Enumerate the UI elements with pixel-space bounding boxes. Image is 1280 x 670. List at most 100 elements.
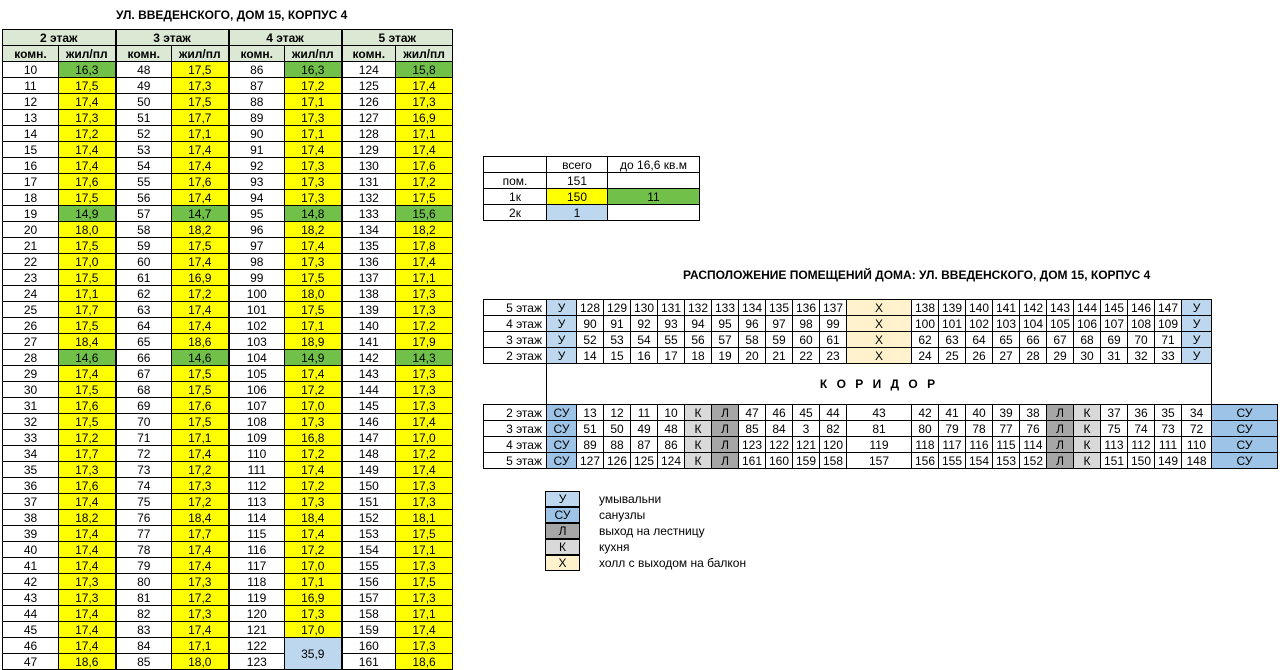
- living-area: 17,5: [57, 269, 117, 286]
- living-area: 18,4: [171, 509, 230, 526]
- living-area: 17,4: [57, 525, 117, 542]
- floor-label: 4 этаж: [483, 315, 547, 332]
- room-cell: 114: [1019, 436, 1047, 453]
- living-area: 17,1: [395, 269, 454, 286]
- room-number: 14: [2, 125, 59, 142]
- room-number: 121: [227, 621, 286, 638]
- room-number: 63: [114, 301, 173, 318]
- living-area: 17,3: [284, 605, 343, 622]
- room-cell: 104: [1019, 315, 1047, 332]
- living-area: 17,5: [395, 189, 454, 206]
- living-area: 17,4: [395, 77, 454, 94]
- living-area: 17,3: [171, 605, 230, 622]
- living-area: 18,6: [171, 333, 230, 350]
- living-area: 17,2: [171, 493, 230, 510]
- room-number: 62: [114, 285, 173, 302]
- living-area: 14,9: [57, 205, 117, 222]
- floor-header: 5 этаж: [340, 29, 454, 46]
- room-number: 102: [227, 317, 286, 334]
- legend-swatch: Х: [545, 555, 580, 571]
- living-area: 17,6: [57, 477, 117, 494]
- room-cell: 133: [711, 299, 739, 316]
- room-cell: 123: [738, 436, 766, 453]
- room-cell: 149: [1154, 452, 1182, 469]
- living-area: 17,5: [171, 93, 230, 110]
- legend-swatch: Л: [545, 523, 580, 539]
- room-number-header: комн.: [114, 45, 173, 62]
- room-cell: 19: [711, 347, 739, 364]
- room-number: 24: [2, 285, 59, 302]
- room-cell: 75: [1100, 420, 1128, 437]
- room-number: 39: [2, 525, 59, 542]
- summary-cell: 11: [607, 188, 700, 205]
- room-cell: 107: [1100, 315, 1128, 332]
- room-cell: 147: [1154, 299, 1182, 316]
- living-area: 17,2: [57, 429, 117, 446]
- rooms-table-title: УЛ. ВВЕДЕНСКОГО, ДОМ 15, КОРПУС 4: [116, 8, 348, 22]
- living-area: 18,6: [395, 653, 454, 670]
- room-number: 20: [2, 221, 59, 238]
- room-number: 107: [227, 397, 286, 414]
- living-area: 18,0: [284, 285, 343, 302]
- room-number: 76: [114, 509, 173, 526]
- room-cell: 71: [1154, 331, 1182, 348]
- room-number: 56: [114, 189, 173, 206]
- living-area: 17,3: [284, 253, 343, 270]
- merged-area: 35,9: [284, 637, 343, 670]
- room-cell: 113: [1100, 436, 1128, 453]
- living-area: 14,6: [57, 349, 117, 366]
- room-number: 126: [340, 93, 397, 110]
- living-area: 17,6: [57, 397, 117, 414]
- living-area: 17,4: [171, 301, 230, 318]
- room-number: 86: [227, 61, 286, 78]
- room-cell: 92: [630, 315, 658, 332]
- living-area: 17,3: [395, 285, 454, 302]
- room-number: 73: [114, 461, 173, 478]
- living-area-header: жил/пл: [395, 45, 454, 62]
- living-area: 16,3: [57, 61, 117, 78]
- room-number: 146: [340, 413, 397, 430]
- room-number: 65: [114, 333, 173, 350]
- room-cell: 76: [1019, 420, 1047, 437]
- living-area: 17,2: [57, 125, 117, 142]
- room-number: 157: [340, 589, 397, 606]
- living-area: 17,5: [171, 237, 230, 254]
- room-number: 11: [2, 77, 59, 94]
- room-number: 112: [227, 477, 286, 494]
- living-area: 14,9: [284, 349, 343, 366]
- living-area: 18,4: [57, 333, 117, 350]
- room-cell: 56: [684, 331, 712, 348]
- room-number: 57: [114, 205, 173, 222]
- room-cell: 159: [792, 452, 820, 469]
- room-number: 131: [340, 173, 397, 190]
- living-area: 17,4: [57, 541, 117, 558]
- room-number: 116: [227, 541, 286, 558]
- living-area: 17,3: [57, 573, 117, 590]
- room-number: 10: [2, 61, 59, 78]
- legend-swatch: К: [545, 539, 580, 555]
- living-area: 17,5: [171, 61, 230, 78]
- room-cell: 115: [992, 436, 1020, 453]
- living-area: 17,4: [171, 189, 230, 206]
- wash-cell: У: [1181, 299, 1212, 316]
- living-area: 17,3: [171, 573, 230, 590]
- room-cell: 12: [603, 404, 631, 421]
- living-area: 18,0: [57, 221, 117, 238]
- living-area: 17,3: [284, 173, 343, 190]
- room-number: 151: [340, 493, 397, 510]
- room-number: 29: [2, 365, 59, 382]
- room-number: 148: [340, 445, 397, 462]
- living-area: 17,3: [395, 493, 454, 510]
- living-area: 17,5: [171, 365, 230, 382]
